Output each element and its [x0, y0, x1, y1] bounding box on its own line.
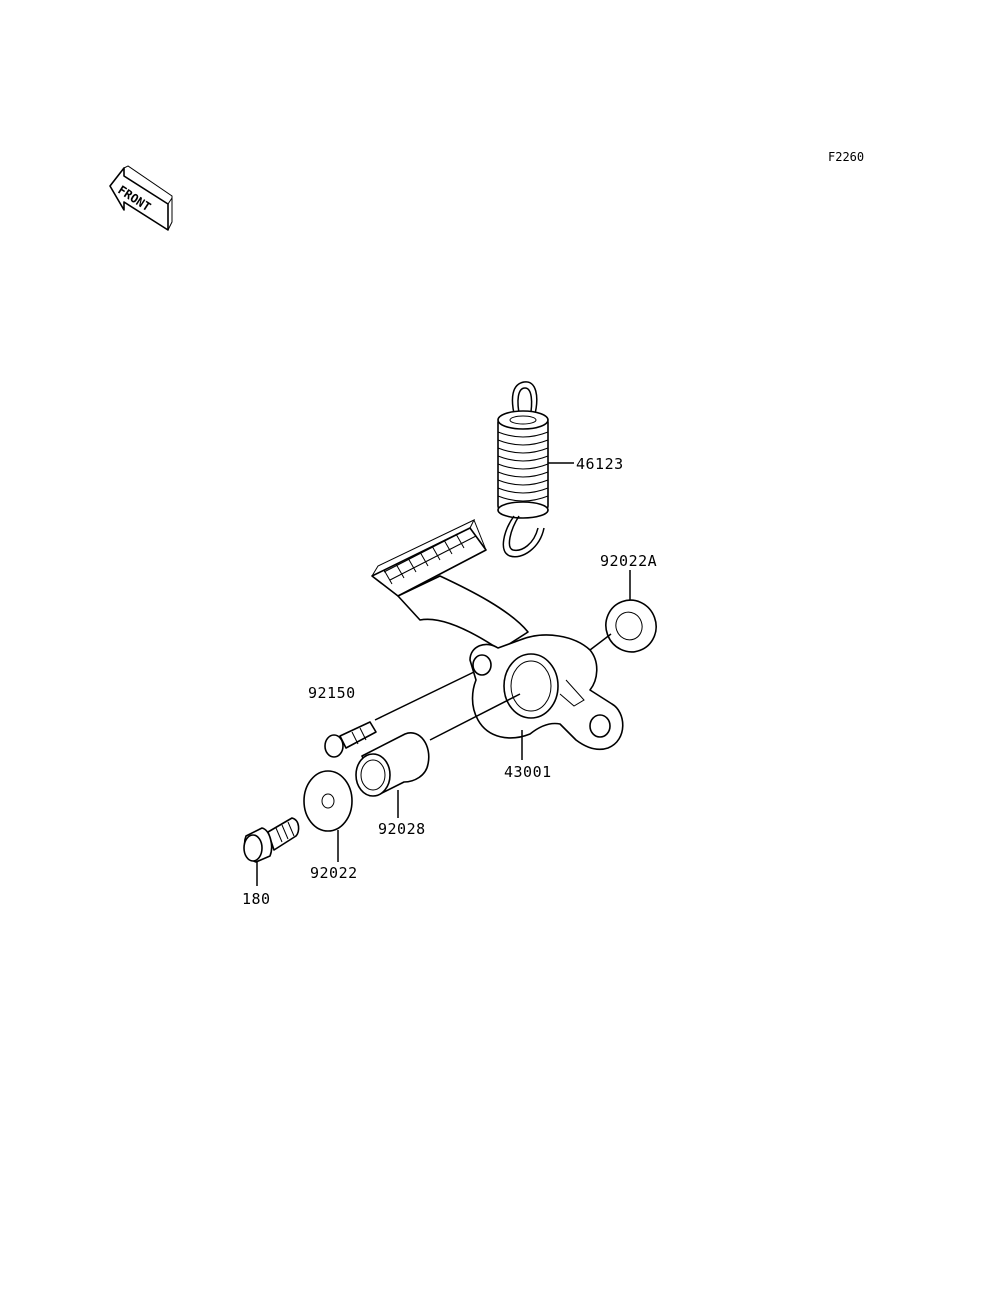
label-46123: 46123	[576, 455, 624, 473]
label-180: 180	[242, 890, 271, 908]
label-92150: 92150	[308, 684, 356, 702]
figure-code: F2260	[828, 150, 864, 164]
label-43001: 43001	[504, 763, 552, 781]
label-92028: 92028	[378, 820, 426, 838]
pin-92150-part	[324, 721, 377, 758]
front-arrow-icon: FRONT	[109, 165, 173, 231]
bolt-180-part	[243, 817, 300, 863]
collar-92028-part	[355, 732, 430, 797]
spring-part	[497, 381, 549, 558]
washer-92022-part	[303, 770, 353, 832]
label-92022a: 92022A	[600, 552, 657, 570]
brake-pedal-part	[371, 518, 624, 751]
label-92022: 92022	[310, 864, 358, 882]
washer-92022a-part	[605, 599, 657, 653]
